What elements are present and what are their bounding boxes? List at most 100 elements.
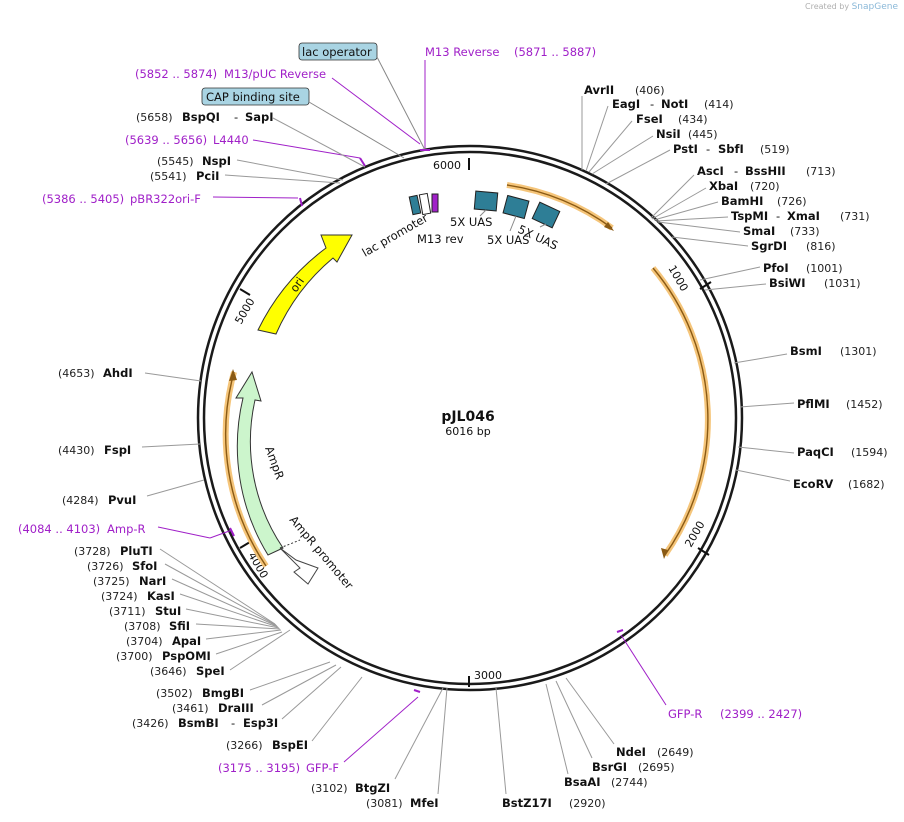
svg-text:AscI: AscI (697, 164, 724, 178)
svg-text:(4084 .. 4103): (4084 .. 4103) (18, 522, 100, 536)
site-bsmbi-esp3i: (3426) BsmBI - Esp3I (132, 716, 278, 730)
site-avrii: AvrII (406) (581, 83, 665, 170)
svg-text:(3724): (3724) (101, 590, 138, 603)
site-bsrgi: BsrGI (2695) (555, 680, 675, 774)
svg-text:BstZ17I: BstZ17I (502, 796, 552, 810)
svg-text:AvrII: AvrII (584, 83, 614, 97)
site-draiii: (3461) DraIII (172, 701, 254, 715)
primer-m13-puc-reverse: (5852 .. 5874) M13/pUC Reverse (135, 67, 421, 145)
primer-gfp-r: GFP-R (2399 .. 2427) (616, 629, 802, 721)
svg-text:PstI: PstI (673, 142, 698, 156)
svg-text:(731): (731) (840, 210, 870, 223)
site-bspei: (3266) BspEI (226, 738, 308, 752)
orange-arc-left-arrowhead (229, 369, 237, 381)
svg-text:(5545): (5545) (157, 155, 194, 168)
site-ndei: NdeI (2649) (565, 677, 694, 759)
orange-arc-right (650, 266, 711, 557)
orange-arc-right-arrowhead (661, 548, 668, 559)
svg-text:BsrGI: BsrGI (592, 760, 627, 774)
svg-text:FspI: FspI (104, 443, 131, 457)
svg-text:NotI: NotI (661, 97, 688, 111)
orange-arc-top-arrowhead (604, 222, 614, 231)
svg-text:(4430): (4430) (58, 444, 95, 457)
svg-text:-: - (776, 209, 780, 223)
svg-text:(713): (713) (806, 165, 836, 178)
site-nari: (3725) NarI (93, 574, 166, 588)
primer-l4440: (5639 .. 5656) L4440 (125, 133, 366, 167)
m13-rev-label: M13 rev (417, 232, 464, 246)
site-ecorv: EcoRV (1682) (735, 469, 885, 491)
svg-text:BsaAI: BsaAI (564, 775, 601, 789)
snapgene-credit: Created by SnapGene (805, 2, 898, 12)
svg-text:(2649): (2649) (657, 746, 694, 759)
uas-1-feature (473, 190, 499, 212)
svg-text:NspI: NspI (202, 154, 231, 168)
m13-rev-feature (431, 193, 439, 213)
tick-6000: 6000 (433, 158, 470, 172)
site-sfii: (3708) SfiI (124, 619, 190, 633)
svg-text:pBR322ori-F: pBR322ori-F (130, 192, 201, 206)
svg-text:(434): (434) (678, 113, 708, 126)
svg-text:XmaI: XmaI (787, 209, 820, 223)
svg-text:TspMI: TspMI (731, 209, 768, 223)
site-fsei: FseI (434) (588, 112, 708, 173)
site-sgrdi: SgrDI (816) (671, 236, 836, 253)
svg-text:(2695): (2695) (638, 761, 675, 774)
svg-text:6000: 6000 (433, 159, 461, 172)
svg-text:(5386 .. 5405): (5386 .. 5405) (42, 192, 124, 206)
ampr-promoter-feature (279, 547, 319, 585)
svg-text:(3704): (3704) (126, 635, 163, 648)
svg-text:(5639 .. 5656): (5639 .. 5656) (125, 133, 207, 147)
site-nsii: NsiI (445) (591, 127, 718, 175)
svg-text:(3461): (3461) (172, 702, 209, 715)
snapgene-brand: SnapGene (851, 2, 898, 12)
svg-text:(5658): (5658) (136, 111, 173, 124)
plasmid-length: 6016 bp (445, 425, 490, 438)
svg-text:SfiI: SfiI (169, 619, 190, 633)
svg-text:(3175 .. 3195): (3175 .. 3195) (218, 761, 300, 775)
site-pfoi: PfoI (1001) (699, 261, 843, 281)
svg-text:XbaI: XbaI (709, 179, 738, 193)
svg-text:PvuI: PvuI (108, 493, 136, 507)
svg-text:(3728): (3728) (74, 545, 111, 558)
svg-text:KasI: KasI (147, 589, 175, 603)
site-pflmi: PflMI (1452) (739, 397, 883, 411)
svg-text:L4440: L4440 (213, 133, 249, 147)
svg-text:(3646): (3646) (150, 665, 187, 678)
credit-prefix: Created by (805, 2, 850, 11)
primer-amp-r: (4084 .. 4103) Amp-R (18, 522, 235, 539)
svg-text:(445): (445) (688, 128, 718, 141)
svg-text:CAP binding site: CAP binding site (206, 90, 300, 104)
site-pspomi: (3700) PspOMI (116, 649, 211, 663)
svg-text:BspQI: BspQI (182, 110, 220, 124)
uas-2-label: 5X UAS (487, 233, 529, 247)
svg-text:(733): (733) (790, 225, 820, 238)
ampr-label: AmpR (262, 444, 287, 481)
svg-text:(1031): (1031) (824, 277, 861, 290)
svg-text:SfoI: SfoI (132, 559, 157, 573)
primer-gfp-f: (3175 .. 3195) GFP-F (218, 689, 421, 775)
svg-text:(720): (720) (750, 180, 780, 193)
svg-text:-: - (234, 110, 238, 124)
svg-text:(2920): (2920) (569, 797, 606, 810)
svg-text:-: - (231, 716, 235, 730)
svg-text:M13/pUC Reverse: M13/pUC Reverse (224, 67, 326, 81)
svg-text:BsiWI: BsiWI (769, 276, 806, 290)
svg-text:(1452): (1452) (846, 398, 883, 411)
site-ahdi: (4653) AhdI (58, 366, 202, 382)
svg-text:(3266): (3266) (226, 739, 263, 752)
svg-text:(519): (519) (760, 143, 790, 156)
site-mfei: (3081) MfeI (366, 687, 448, 810)
svg-text:(406): (406) (635, 84, 665, 97)
ori-feature (257, 234, 353, 335)
svg-text:5000: 5000 (232, 296, 257, 327)
svg-text:NdeI: NdeI (616, 745, 646, 759)
site-pluti: (3728) PluTI (74, 544, 153, 558)
svg-text:FseI: FseI (636, 112, 663, 126)
svg-text:(5852 .. 5874): (5852 .. 5874) (135, 67, 217, 81)
svg-text:PflMI: PflMI (797, 397, 830, 411)
svg-text:(816): (816) (806, 240, 836, 253)
lac-operator-box: lac operator (298, 42, 425, 149)
svg-text:EcoRV: EcoRV (793, 477, 833, 491)
